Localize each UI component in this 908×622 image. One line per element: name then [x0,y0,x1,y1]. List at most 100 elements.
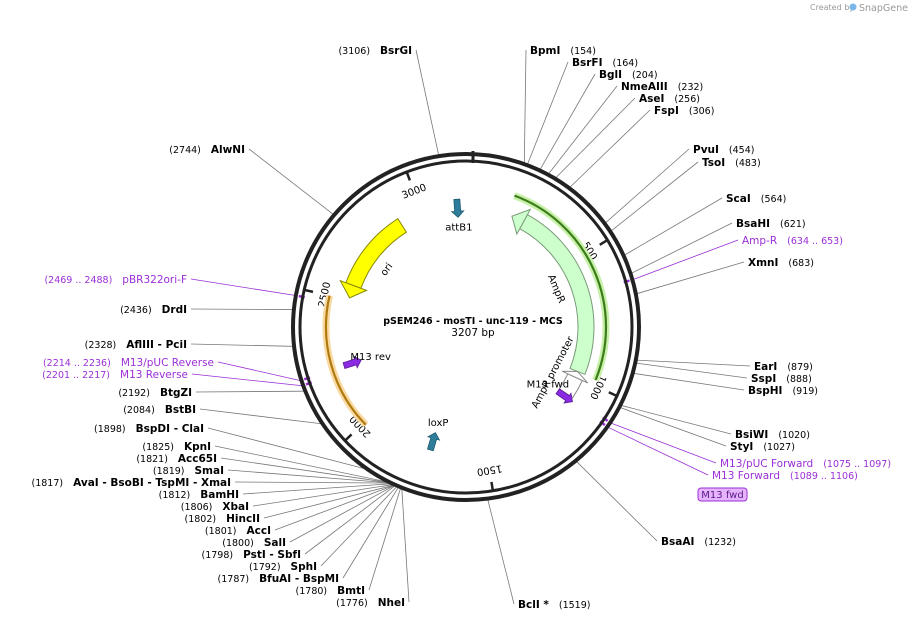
site-styi[interactable]: StyI(1027) [730,441,795,453]
selection-arc-1[interactable] [324,295,367,426]
primer-name: M13 Reverse [120,369,188,381]
m13-fwd-badge[interactable]: M13 fwd [697,487,748,502]
site-sphi[interactable]: SphI (1792) [249,561,317,573]
site-bcli[interactable]: BclI *(1519) [518,599,590,611]
site-fspi[interactable]: FspI(306) [654,105,714,117]
site-scai[interactable]: ScaI(564) [726,193,786,205]
leader-fspi [569,109,651,188]
site-bsiwi[interactable]: BsiWI (1020) [735,429,810,441]
site-bgli[interactable]: BglI(204) [599,69,658,81]
primer-position: (1089 .. 1106) [790,471,858,482]
leader-bsrgi [415,49,440,156]
credit-brand: SnapGene [859,3,908,14]
feature-label-m13-rev: M13 rev [350,352,391,363]
site-name: BsiWI [735,429,768,441]
primer-position: (2201 .. 2217) [42,370,110,381]
feature-ori[interactable] [345,217,408,289]
site-eari[interactable]: EarI(879) [754,361,813,373]
site-bpmi[interactable]: BpmI(154) [530,45,596,57]
leader-bspdi-clai [207,427,366,470]
site-name: PstI - SbfI [243,549,301,561]
site-kpni[interactable]: KpnI(1825) [142,441,211,453]
primer-pbr322ori-f[interactable]: pBR322ori-F (2469 .. 2488) [44,274,187,286]
backbone [291,151,641,502]
site-tsoi[interactable]: TsoI(483) [702,157,761,169]
site-asei[interactable]: AseI(256) [639,93,700,105]
leader-pvui [605,148,690,224]
primer-m13-reverse[interactable]: M13 Reverse (2201 .. 2217) [42,369,188,381]
site-position: (1819) [153,466,185,477]
feature-m13-rev[interactable] [342,354,363,371]
site-avai-bsobi-tspmi-xmai[interactable]: AvaI - BsoBI - TspMI - XmaI(1817) [32,477,231,489]
site-bspdi-clai[interactable]: BspDI - ClaI(1898) [94,423,204,435]
primer-position: (2214 .. 2236) [43,358,111,369]
plasmid-center-label: pSEM246 - mosTI - unc-119 - MCS 3207 bp [383,316,563,339]
site-name: XmnI [748,257,778,269]
site-position: (1792) [249,562,281,573]
site-name: BglI [599,69,622,81]
site-xbai[interactable]: XbaI(1806) [181,501,249,513]
site-position: (3106) [338,46,370,57]
leader-bgli [539,73,596,170]
site-position: (2192) [118,388,150,399]
site-name: AccI [247,525,271,537]
primer-amp-r[interactable]: Amp-R(634 .. 653) [742,235,843,247]
site-position: (454) [729,145,755,156]
site-bsrgi[interactable]: BsrGI (3106) [338,45,412,57]
site-alwni[interactable]: AlwNI(2744) [169,144,245,156]
site-name: PvuI [693,144,719,156]
site-name: EarI [754,361,777,373]
site-bstbi[interactable]: BstBI(2084) [123,404,196,416]
feature-attb1[interactable] [450,198,465,218]
site-position: (1802) [185,514,217,525]
site-xmni[interactable]: XmnI(683) [748,257,814,269]
site-acc65i[interactable]: Acc65I(1821) [136,453,217,465]
site-bsphi[interactable]: BspHI(919) [748,385,818,397]
site-name: XbaI [222,501,249,513]
site-name: SphI [291,561,317,573]
site-nmeaiii[interactable]: NmeAIII(232) [621,81,703,93]
site-acci[interactable]: AccI(1801) [205,525,271,537]
feature-loxp[interactable] [425,431,442,452]
snapgene-logo-icon [849,3,857,11]
primer-name: M13/pUC Forward [720,458,813,470]
site-hincii[interactable]: HincII(1802) [185,513,261,525]
site-bfuai-bspmi[interactable]: BfuAI - BspMI(1787) [218,573,339,585]
leader-styi [620,407,727,447]
site-smai[interactable]: SmaI(1819) [153,465,224,477]
selection-arc-0[interactable] [514,194,608,381]
site-bsrfi[interactable]: BsrFI(164) [572,57,638,69]
site-bsahi[interactable]: BsaHI(621) [736,218,806,230]
primer-m13-forward[interactable]: M13 Forward(1089 .. 1106) [712,470,858,482]
site-psti-sbfi[interactable]: PstI - SbfI(1798) [201,549,301,561]
site-drdi[interactable]: DrdI(2436) [120,304,187,316]
site-btgzi[interactable]: BtgZI(2192) [118,387,192,399]
site-afliii-pcii[interactable]: AflIII - PciI(2328) [85,339,187,351]
site-bamhi[interactable]: BamHI(1812) [159,489,239,501]
site-position: (2084) [123,405,155,416]
site-name: BsrGI [380,45,412,57]
site-nhei[interactable]: NheI(1776) [336,597,405,609]
site-sspi[interactable]: SspI(888) [751,373,812,385]
feature-arrowhead-ampr [511,208,532,236]
primer-position: (2469 .. 2488) [44,275,112,286]
leader-hincii [263,484,394,519]
leader-smai [227,469,389,484]
site-pvui[interactable]: PvuI (454) [693,144,754,156]
tick-2000 [344,433,353,442]
site-bmti[interactable]: BmtI(1780) [296,585,365,597]
site-position: (1787) [218,574,250,585]
site-name: NmeAIII [621,81,668,93]
feature-m13-fwd[interactable] [554,386,576,406]
leader-amp-r [633,239,739,280]
tick-label-3000: 3000 [400,182,428,201]
site-position: (306) [689,106,715,117]
site-position: (888) [786,374,812,385]
site-sali[interactable]: SalI(1800) [222,537,286,549]
primer-m13-puc-forward[interactable]: M13/pUC Forward(1075 .. 1097) [720,458,891,470]
primer-name: pBR322ori-F [122,274,187,286]
site-position: (1020) [778,430,810,441]
site-name: AseI [639,93,664,105]
primer-m13-puc-reverse[interactable]: M13/pUC Reverse(2214 .. 2236) [43,357,214,369]
site-bsaai[interactable]: BsaAI(1232) [661,536,736,548]
